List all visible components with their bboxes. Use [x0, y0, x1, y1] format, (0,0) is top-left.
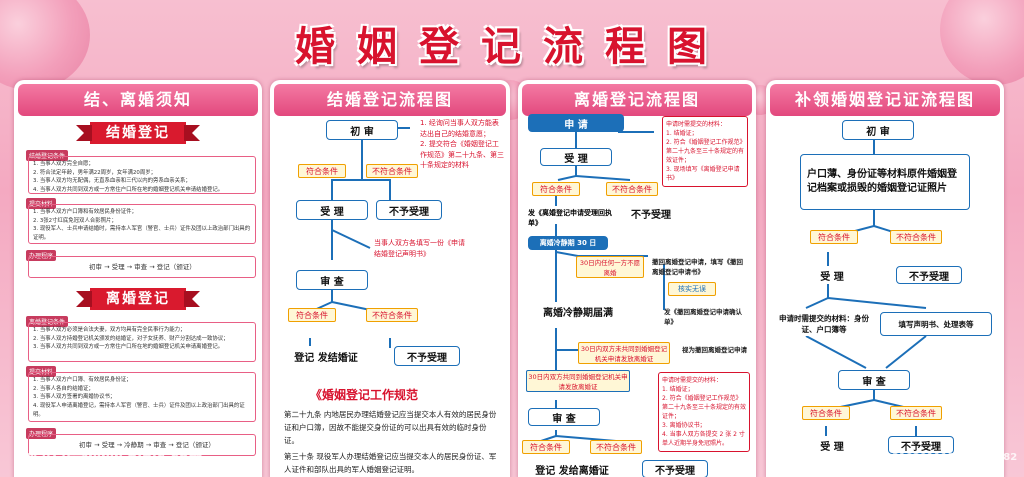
divorce-withdraw-cond: 30日内任何一方不愿离婚 — [576, 256, 644, 278]
marriage-reject-node-2: 不予受理 — [394, 346, 460, 366]
marriage-initial-review-node: 初 审 — [326, 120, 398, 140]
replace-ineligible-label: 不符合条件 — [890, 230, 942, 244]
marriage-materials-box: 1. 当事人双方户口簿和有效居民身份证件； 2. 3张2寸红底免冠双人合影照片；… — [28, 204, 256, 244]
divorce-reject-node-2: 不予受理 — [642, 460, 708, 477]
divorce-reject-node: 不予受理 — [618, 204, 684, 222]
replace-eligible-label-2: 符合条件 — [802, 406, 850, 420]
divorce-accept-node: 受 理 — [540, 148, 612, 166]
replace-materials-box: 户口薄、身份证等材料原件婚姻登记档案或损毁的婚姻登记证照片 — [800, 154, 970, 210]
divorce-joint-apply-cond: 30日内双方共同到婚姻登记机关申请发放离婚证 — [526, 370, 630, 392]
divorce-cooling-step: 离婚冷静期 30 日 — [528, 236, 608, 250]
regulation-article-29: 第二十九条 内地居民办理结婚登记应当提交本人有效的居民身份证和户口簿，因故不能提… — [284, 410, 497, 446]
replace-flow-panel: 补领婚姻登记证流程图 初 审 户口薄、身份证等材料原件婚姻登记档案或损毁的婚姻登… — [766, 80, 1004, 477]
divorce-eligible-label: 符合条件 — [532, 182, 580, 196]
replace-accept-node-2: 受 理 — [796, 436, 868, 454]
divorce-flow-panel: 离婚登记流程图 申 请 受 理 符合条件 不符合条件 不予受理 申请时需提交的材… — [518, 80, 756, 477]
divorce-no-show-cond: 30日内双方未共同到婚姻登记机关申请发放离婚证 — [578, 342, 670, 364]
marriage-eligible-label: 符合条件 — [298, 164, 346, 178]
notes-heading: 结、离婚须知 — [18, 84, 258, 116]
divorce-register-node: 登记 发给离婚证 — [524, 460, 620, 477]
watermark-id: ID:11411173 NO:20210201115335824082 — [782, 452, 1018, 463]
divorce-receipt-step: 发《离婚登记申请受理回执单》 — [528, 209, 612, 227]
replace-reject-node: 不予受理 — [896, 266, 962, 284]
replace-initial-review-node: 初 审 — [842, 120, 914, 140]
marriage-conditions-box: 1. 当事人双方完全自愿； 2. 符合法定年龄，男年满22周岁，女年满20周岁；… — [28, 156, 256, 194]
regulation-title: 《婚姻登记工作规范 — [310, 388, 419, 402]
watermark-site: www.nipic.com — [84, 450, 203, 466]
divorce-withdraw-step: 撤回离婚登记申请，填写《撤回离婚登记申请书》 — [652, 258, 743, 276]
divorce-ineligible-label: 不符合条件 — [606, 182, 658, 196]
divorce-materials-note: 申请时需提交的材料： 1. 结婚证； 2. 符合《婚姻登记工作规范》第二十九条至… — [662, 116, 748, 187]
replace-form-note: 填写声明书、处理表等 — [880, 312, 992, 336]
divorce-eligible-label-2: 符合条件 — [522, 440, 570, 454]
marriage-declaration-note: 当事人双方各填写一份《申请结婚登记声明书》 — [374, 239, 465, 258]
marriage-ribbon: 结婚登记 — [76, 122, 200, 144]
divorce-procedure-box: 初审 → 受理 → 冷静期 → 审查 → 登记（颁证） — [28, 434, 256, 456]
divorce-examine-node: 审 查 — [528, 408, 600, 426]
replace-eligible-label: 符合条件 — [810, 230, 858, 244]
replace-ineligible-label-2: 不符合条件 — [890, 406, 942, 420]
regulation-article-30: 第三十条 现役军人办理结婚登记应当提交本人的居民身份证、军人证件和部队出具的军人… — [284, 452, 497, 475]
divorce-conditions-box: 1. 当事人双方必须是合法夫妻，双方均具有完全民事行为能力； 2. 当事人双方持… — [28, 322, 256, 362]
divorce-withdraw-confirm: 发《撤回离婚登记申请确认单》 — [664, 308, 742, 326]
watermark-logo: 昵图网 — [26, 450, 86, 474]
marriage-ineligible-label-2: 不符合条件 — [366, 308, 418, 322]
marriage-reject-node: 不予受理 — [376, 200, 442, 220]
replace-examine-node: 审 查 — [838, 370, 910, 390]
divorce-cooling-end-node: 离婚冷静期届满 — [528, 302, 628, 320]
divorce-verified-cond: 核实无误 — [668, 282, 716, 296]
notes-panel: 结、离婚须知 结婚登记 结婚登记条件 1. 当事人双方完全自愿； 2. 符合法定… — [14, 80, 262, 477]
divorce-ribbon: 离婚登记 — [76, 288, 200, 310]
divorce-materials-box: 1. 当事人双方户口簿、有效居民身份证； 2. 当事人各自的结婚证； 3. 当事… — [28, 372, 256, 422]
divorce-flow-heading: 离婚登记流程图 — [522, 84, 752, 116]
marriage-accept-node: 受 理 — [296, 200, 368, 220]
marriage-examine-node: 审 查 — [296, 270, 368, 290]
divorce-apply-node: 申 请 — [528, 114, 624, 132]
marriage-flow-heading: 结婚登记流程图 — [274, 84, 506, 116]
divorce-deemed-withdraw: 视为撤回离婚登记申请 — [682, 346, 747, 354]
marriage-eligible-label-2: 符合条件 — [288, 308, 336, 322]
marriage-flow-panel: 结婚登记流程图 初 审 符合条件 不符合条件 受 理 不予受理 1. 经询问当事… — [270, 80, 510, 477]
divorce-materials-note-2: 申请时需提交的材料： 1. 结婚证； 2. 符合《婚姻登记工作规范》第二十九条至… — [658, 372, 750, 452]
page-title: 婚姻登记流程图 — [295, 24, 729, 70]
marriage-procedure-box: 初审 → 受理 → 审查 → 登记（颁证） — [28, 256, 256, 278]
replace-reject-node-2: 不予受理 — [888, 436, 954, 454]
marriage-ineligible-label: 不符合条件 — [366, 164, 418, 178]
marriage-register-node: 登记 发结婚证 — [280, 346, 372, 366]
marriage-review-note: 1. 经询问当事人双方能表达出自己的结婚意愿； 2. 提交符合《婚姻登记工作规范… — [420, 119, 504, 169]
divorce-ineligible-label-2: 不符合条件 — [590, 440, 642, 454]
replace-flow-heading: 补领婚姻登记证流程图 — [770, 84, 1000, 116]
replace-accept-node: 受 理 — [796, 266, 868, 284]
replace-id-note: 申请时需提交的材料：身份证、户口簿等 — [776, 312, 872, 336]
